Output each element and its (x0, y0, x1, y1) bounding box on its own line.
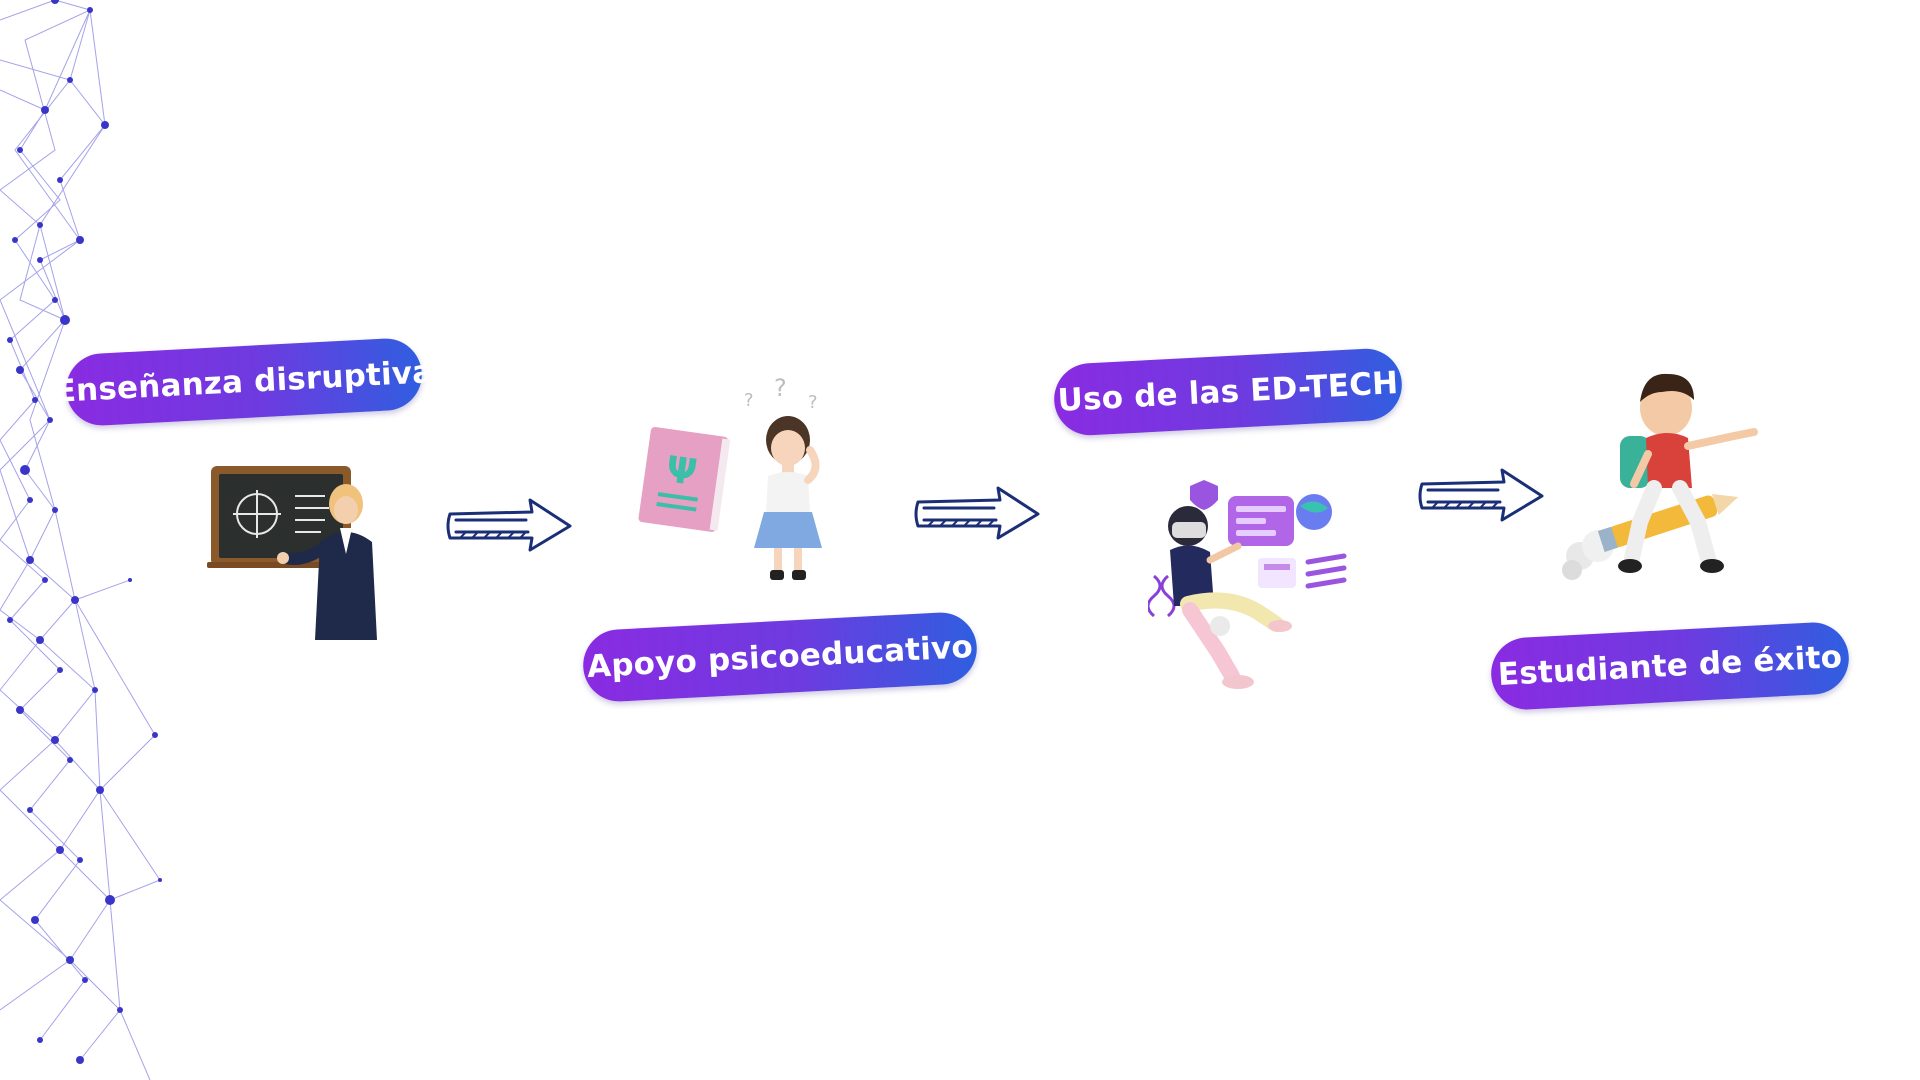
arrow-3-icon (1418, 468, 1544, 522)
step-2-text: Apoyo psicoeducativo (586, 628, 974, 686)
svg-text:?: ? (774, 374, 787, 402)
vr-edtech-student-icon (1148, 480, 1347, 689)
successful-student-icon (1562, 373, 1758, 580)
step-4-text: Estudiante de éxito (1497, 639, 1843, 693)
teacher-chalkboard-icon (207, 466, 377, 640)
svg-text:?: ? (744, 390, 754, 411)
confused-student-book-icon: Ψ ? ? ? (638, 374, 822, 580)
step-4-label: Estudiante de éxito (1489, 620, 1851, 712)
step-1-text: Enseñanza disruptiva (53, 354, 435, 410)
step-3-label: Uso de las ED-TECH (1052, 346, 1404, 438)
step-2-label: Apoyo psicoeducativo (581, 610, 979, 704)
svg-text:?: ? (808, 392, 818, 413)
step-3-text: Uso de las ED-TECH (1056, 365, 1400, 419)
arrow-1-icon (446, 498, 572, 552)
arrow-2-icon (914, 486, 1040, 540)
network-decoration (0, 0, 162, 1080)
svg-text:Ψ: Ψ (663, 449, 699, 494)
